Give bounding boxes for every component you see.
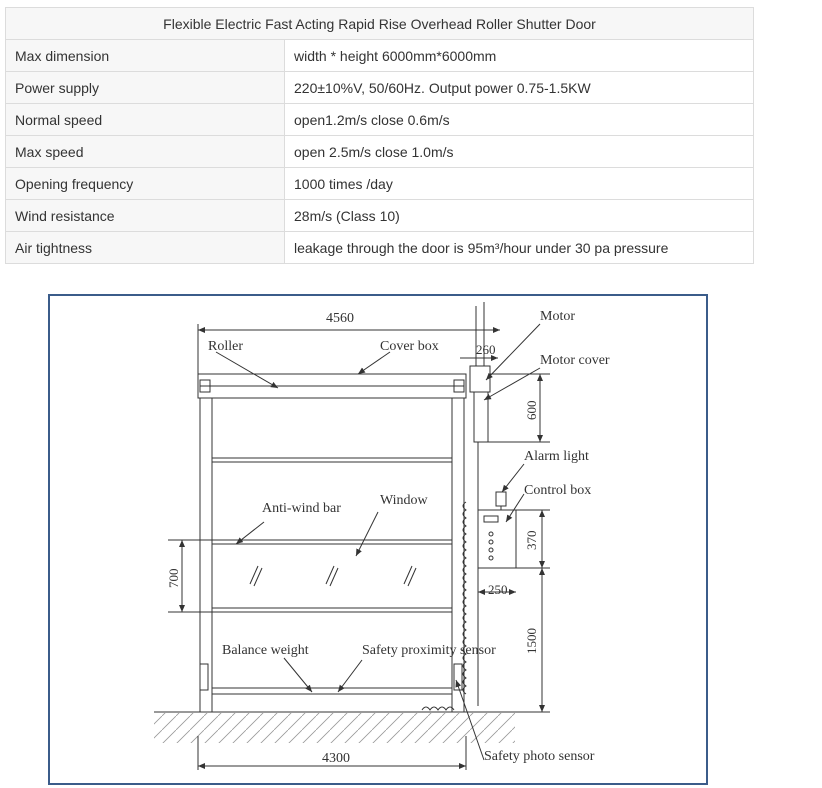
dim-control-box-elevation: 1500 (524, 628, 539, 654)
door-drawing: 4560 4300 260 250 600 370 1500 700 Rolle… (154, 302, 610, 770)
row-label: Normal speed (5, 103, 285, 136)
dim-top-width: 4560 (326, 311, 354, 326)
row-value: 220±10%V, 50/60Hz. Output power 0.75-1.5… (284, 71, 754, 104)
dim-bottom-width: 4300 (322, 751, 350, 766)
label-roller: Roller (208, 339, 243, 354)
label-balance-weight: Balance weight (222, 643, 309, 658)
label-motor: Motor (540, 309, 575, 324)
row-value: leakage through the door is 95m³/hour un… (284, 231, 754, 264)
row-label: Opening frequency (5, 167, 285, 200)
row-label: Power supply (5, 71, 285, 104)
row-label: Max speed (5, 135, 285, 168)
row-label: Max dimension (5, 39, 285, 72)
dim-cover-height: 600 (524, 401, 539, 421)
dim-control-box-width: 250 (488, 582, 508, 597)
label-control-box: Control box (524, 483, 591, 498)
label-safety-proximity-sensor: Safety proximity sensor (362, 643, 496, 658)
label-safety-photo-sensor: Safety photo sensor (484, 749, 595, 764)
label-motor-cover: Motor cover (540, 353, 610, 368)
row-value: 1000 times /day (284, 167, 754, 200)
label-window: Window (380, 493, 429, 508)
row-label: Air tightness (5, 231, 285, 264)
door-diagram: 4560 4300 260 250 600 370 1500 700 Rolle… (48, 294, 708, 785)
label-alarm-light: Alarm light (524, 449, 589, 464)
row-value: open1.2m/s close 0.6m/s (284, 103, 754, 136)
dim-motor-width: 260 (476, 342, 496, 357)
row-value: width * height 6000mm*6000mm (284, 39, 754, 72)
table-header-row: Flexible Electric Fast Acting Rapid Rise… (5, 7, 754, 40)
label-cover-box: Cover box (380, 339, 439, 354)
spec-table: Flexible Electric Fast Acting Rapid Rise… (5, 7, 754, 264)
table-title: Flexible Electric Fast Acting Rapid Rise… (5, 7, 754, 40)
drawing-lines (154, 302, 550, 770)
dim-control-box-height: 370 (524, 531, 539, 551)
row-label: Wind resistance (5, 199, 285, 232)
label-anti-wind-bar: Anti-wind bar (262, 501, 341, 516)
row-value: 28m/s (Class 10) (284, 199, 754, 232)
row-value: open 2.5m/s close 1.0m/s (284, 135, 754, 168)
dim-window-height: 700 (166, 569, 181, 589)
